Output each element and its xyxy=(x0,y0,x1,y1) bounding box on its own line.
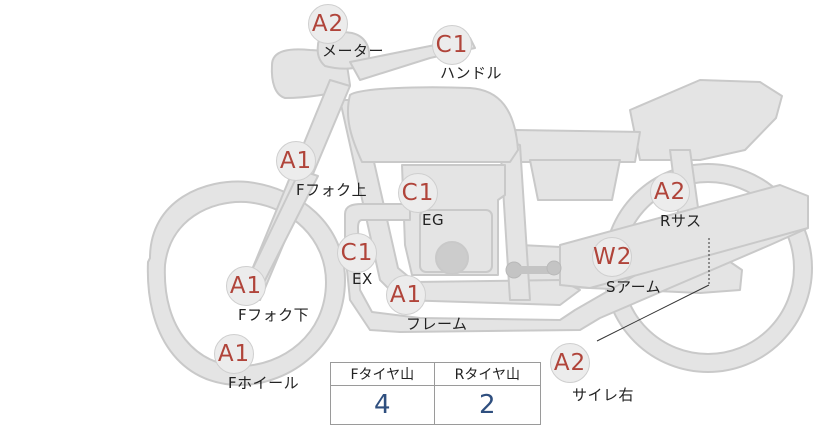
exhaust-grade-badge: C1 xyxy=(337,233,377,273)
meter-label: メーター xyxy=(322,42,385,60)
r-suspension-label: Rサス xyxy=(660,212,702,230)
tire-tread-table: Fタイヤ山 Rタイヤ山 4 2 xyxy=(330,362,542,425)
f-fork-lower-label: Fフォク下 xyxy=(238,306,310,324)
axle-bolt-icon xyxy=(505,260,562,279)
muffler-right-label: サイレ右 xyxy=(572,386,635,404)
muffler-right-grade-badge: A2 xyxy=(550,343,590,383)
fuel-tank-shape xyxy=(346,86,519,163)
engine-grade-badge: C1 xyxy=(398,173,438,213)
side-cover-shape xyxy=(529,159,621,201)
exhaust-label: EX xyxy=(352,270,373,288)
f-wheel-label: Fホイール xyxy=(228,374,300,392)
f-fork-lower-grade-badge: A1 xyxy=(226,266,266,306)
frame-grade-badge: A1 xyxy=(386,275,426,315)
handle-grade-badge: C1 xyxy=(432,25,472,65)
frame-label: フレーム xyxy=(406,315,468,333)
front-tire-value: 4 xyxy=(330,385,435,425)
meter-grade-badge: A2 xyxy=(308,4,348,44)
engine-cover-shape xyxy=(435,241,469,275)
r-suspension-grade-badge: A2 xyxy=(650,172,690,212)
handle-label: ハンドル xyxy=(440,64,503,82)
swingarm-label: Sアーム xyxy=(606,278,662,296)
swingarm-grade-badge: W2 xyxy=(592,237,632,277)
f-fork-upper-grade-badge: A1 xyxy=(276,141,316,181)
tire-tread-header-row: Fタイヤ山 Rタイヤ山 xyxy=(330,362,542,386)
rear-tire-header: Rタイヤ山 xyxy=(433,362,542,386)
front-tire-header: Fタイヤ山 xyxy=(330,362,435,386)
engine-label: EG xyxy=(422,211,445,229)
seat-shape xyxy=(514,129,641,163)
f-fork-upper-label: Fフォク上 xyxy=(296,181,368,199)
tire-tread-value-row: 4 2 xyxy=(330,385,542,425)
f-wheel-grade-badge: A1 xyxy=(214,334,254,374)
rear-tire-value: 2 xyxy=(433,385,542,425)
muffler-leader-line xyxy=(596,284,710,342)
tail-cowl-shape xyxy=(629,79,783,161)
